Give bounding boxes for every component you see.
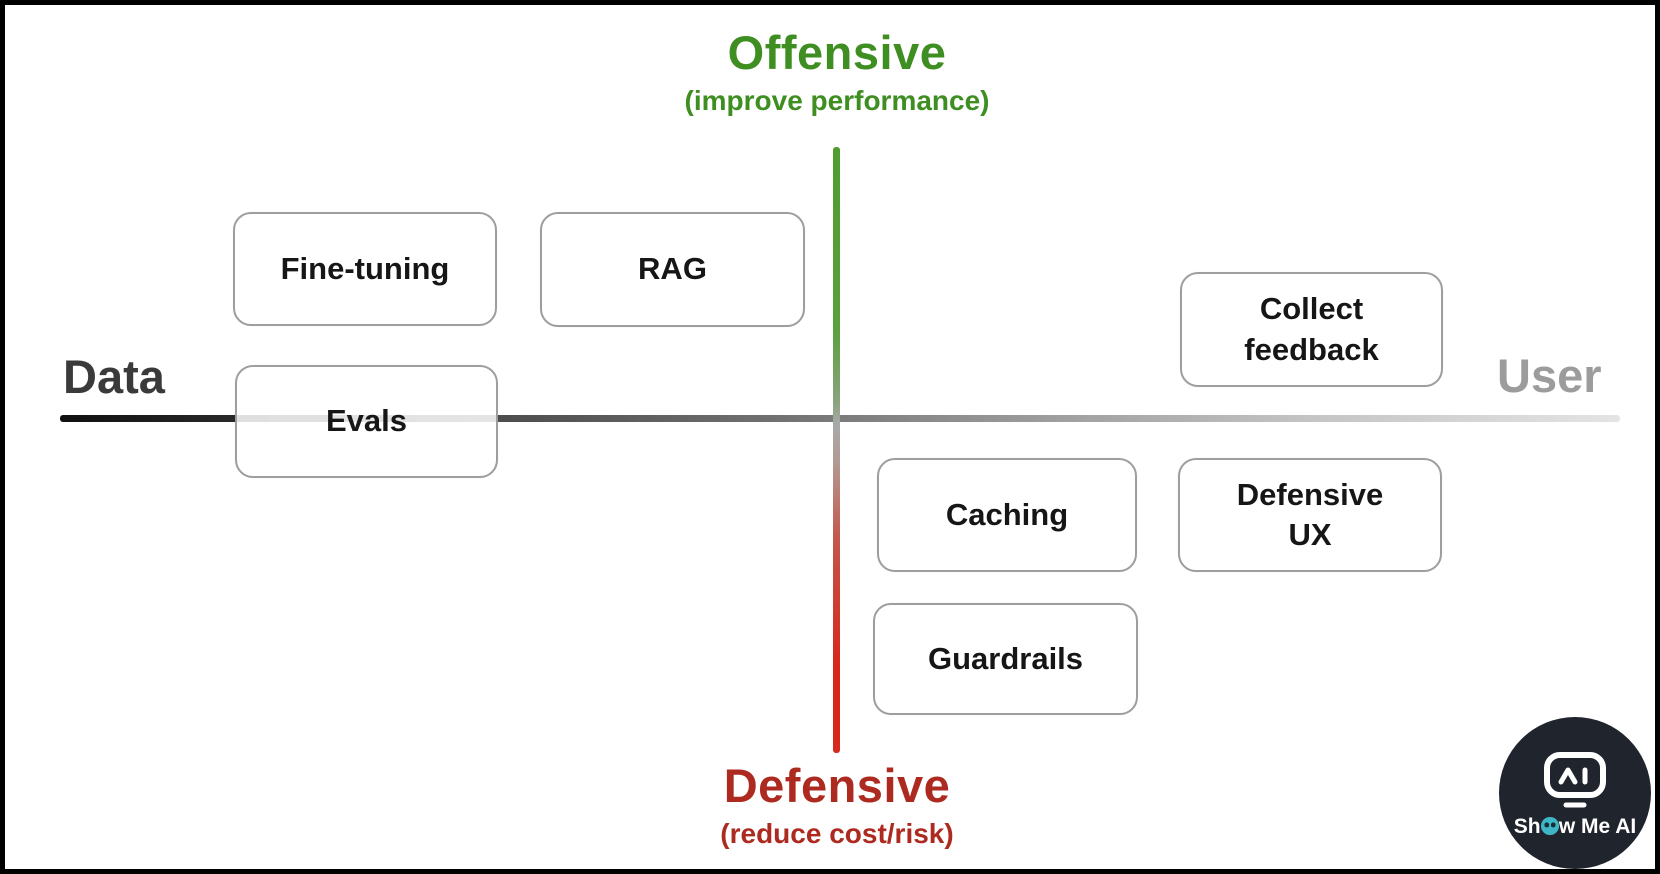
bottom-axis-pole: Defensive (reduce cost/risk) xyxy=(487,758,1187,851)
vertical-axis-line xyxy=(833,147,840,753)
top-axis-pole: Offensive (improve performance) xyxy=(487,25,1187,118)
node-fine-tuning: Fine-tuning xyxy=(233,212,497,326)
top-axis-subtitle: (improve performance) xyxy=(684,85,990,117)
node-evals: Evals xyxy=(235,365,498,478)
left-axis-label: Data xyxy=(63,350,165,403)
node-collect-feedback: Collect feedback xyxy=(1180,272,1443,387)
robot-face-o-glyph xyxy=(1540,817,1559,835)
node-rag: RAG xyxy=(540,212,805,327)
bottom-axis-subtitle: (reduce cost/risk) xyxy=(720,818,954,850)
robot-monitor-icon xyxy=(1544,752,1606,808)
bottom-axis-title: Defensive xyxy=(723,759,951,812)
top-axis-title: Offensive xyxy=(727,26,947,79)
horizontal-axis-line xyxy=(60,415,1620,422)
node-defensive-ux: Defensive UX xyxy=(1178,458,1442,572)
right-axis-label: User xyxy=(1497,349,1602,402)
node-guardrails: Guardrails xyxy=(873,603,1138,715)
node-caching: Caching xyxy=(877,458,1137,572)
